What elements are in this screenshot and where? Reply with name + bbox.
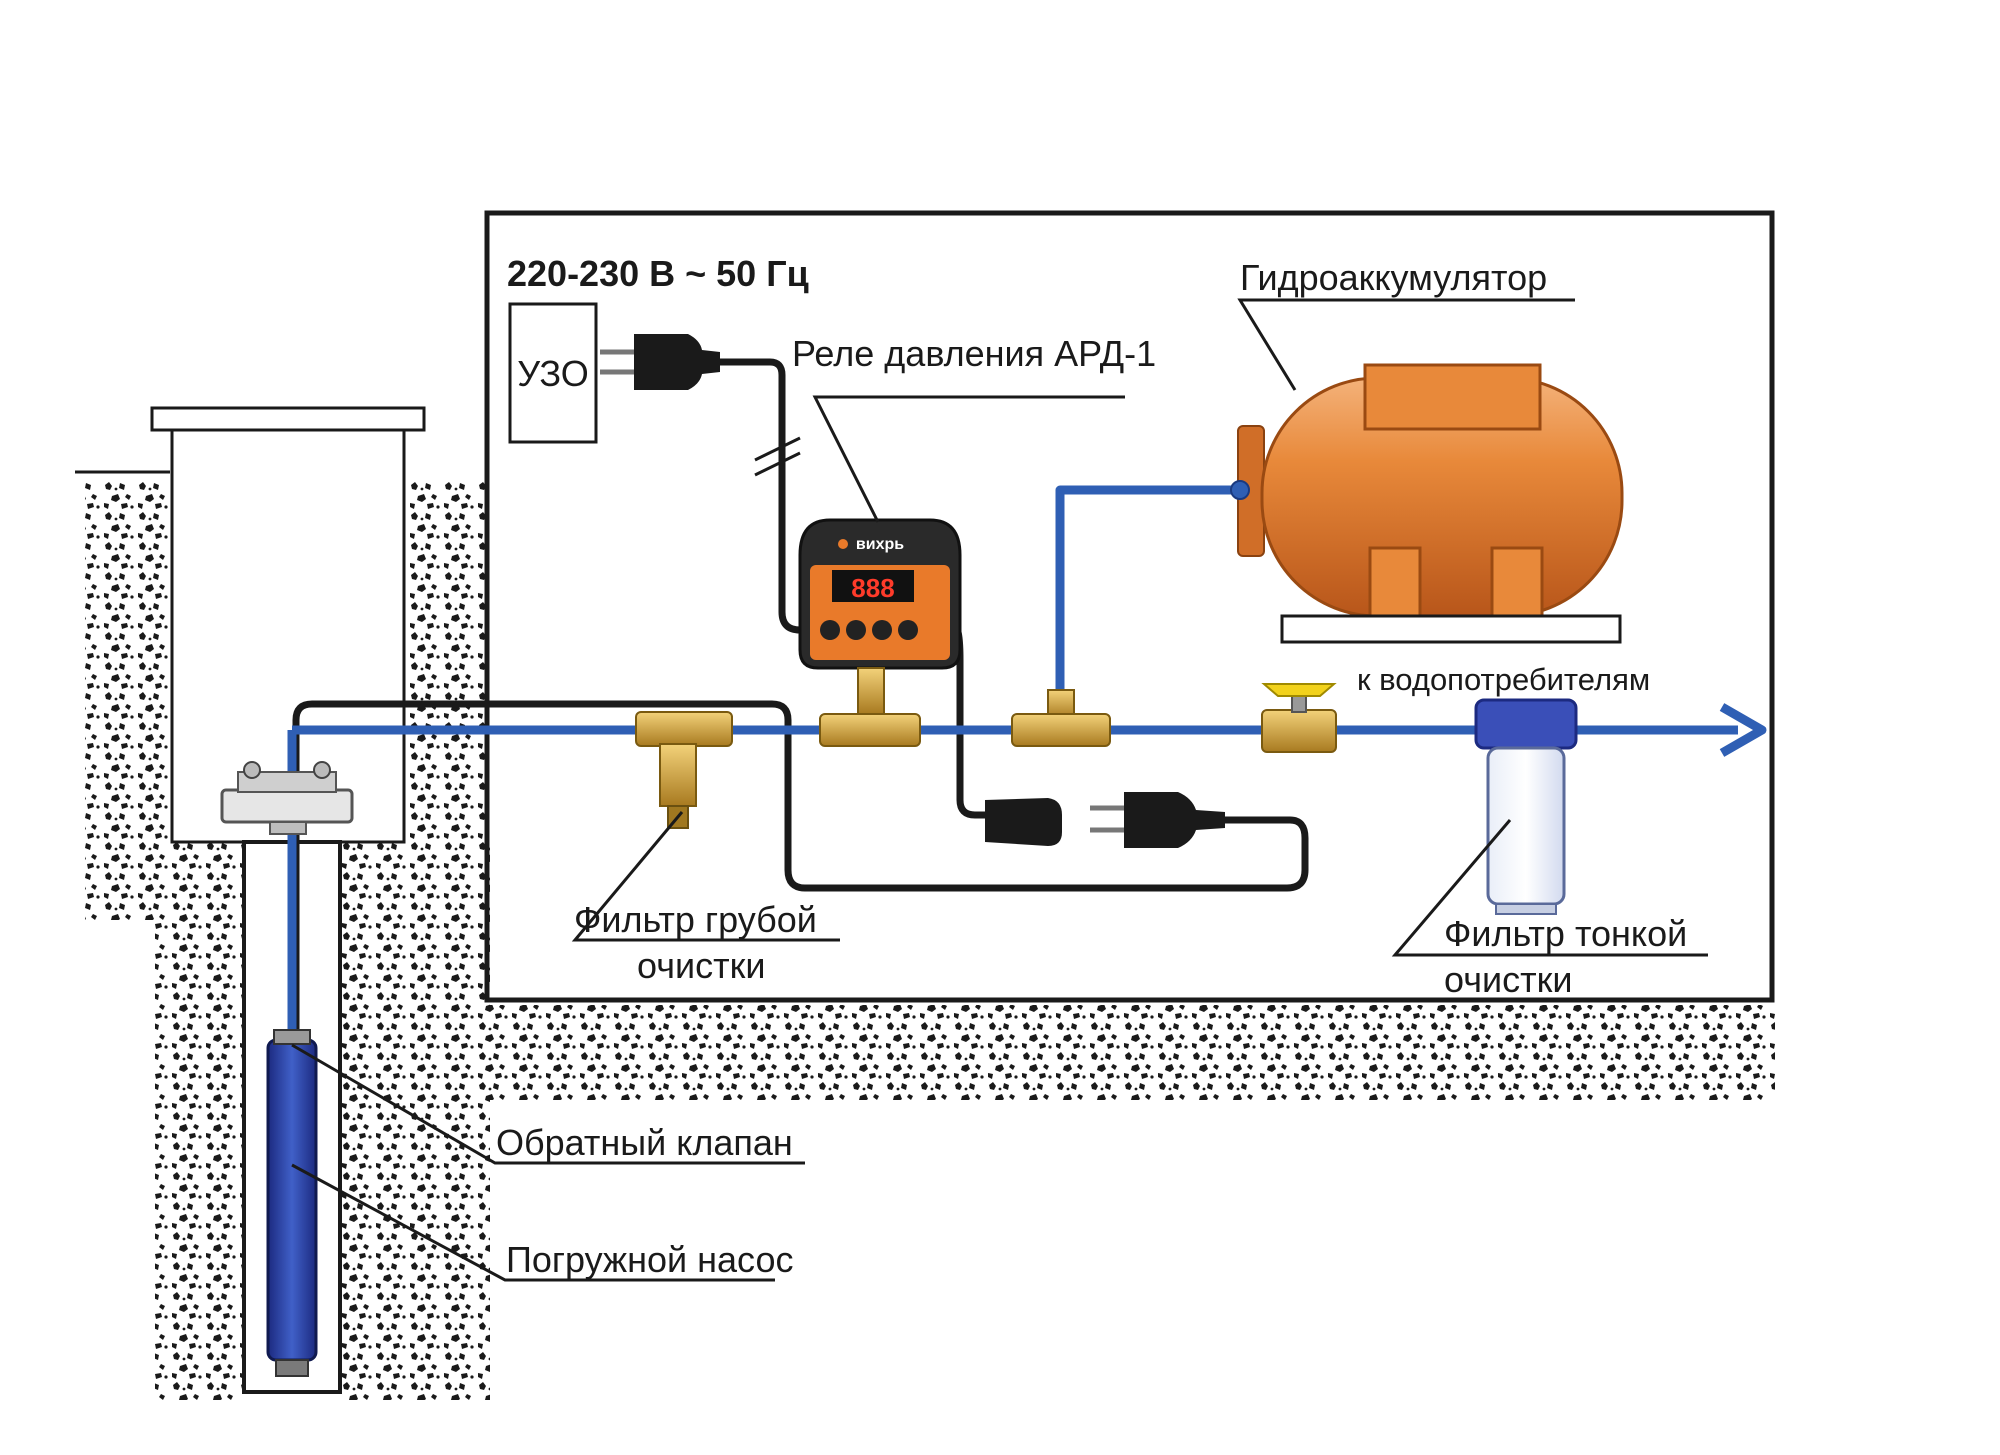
hydro-accumulator xyxy=(1230,363,1624,644)
house-outline xyxy=(484,210,1775,1003)
pump-label: Погружной насос xyxy=(506,1239,793,1280)
uzo-label: УЗО xyxy=(517,353,588,394)
accumulator-label: Гидроаккумулятор xyxy=(1240,257,1547,298)
uzo-box xyxy=(508,302,598,444)
fine-filter xyxy=(1474,698,1578,915)
pressure-relay-label: Реле давления АРД-1 xyxy=(792,333,1156,374)
coarse-filter xyxy=(635,711,733,829)
accumulator-tee-fitting xyxy=(1011,689,1111,747)
ball-valve xyxy=(1261,683,1337,753)
coarse-filter-label-line1: Фильтр грубой xyxy=(574,899,817,940)
relay-tee-fitting xyxy=(819,667,921,747)
fine-filter-label-line2: очистки xyxy=(1444,959,1572,1000)
submersible-pump xyxy=(266,1029,318,1377)
consumers-label: к водопотребителям xyxy=(1357,662,1650,697)
socket xyxy=(985,798,1062,846)
relay-display: 888 xyxy=(851,573,894,603)
coarse-filter-label-line2: очистки xyxy=(637,945,765,986)
pressure-relay: 888 вихрь xyxy=(798,518,962,670)
well-head xyxy=(220,761,354,835)
check-valve-label: Обратный клапан xyxy=(496,1122,793,1163)
leader-lines xyxy=(291,298,1708,1282)
consumers-arrow xyxy=(1719,703,1767,757)
fine-filter-label-line1: Фильтр тонкой xyxy=(1444,913,1687,954)
power-label: 220-230 В ~ 50 Гц xyxy=(507,253,809,294)
pump-plug xyxy=(1090,792,1225,848)
cable-break-mark xyxy=(754,436,801,477)
wall-plug xyxy=(600,334,720,390)
relay-brand: вихрь xyxy=(856,536,904,553)
